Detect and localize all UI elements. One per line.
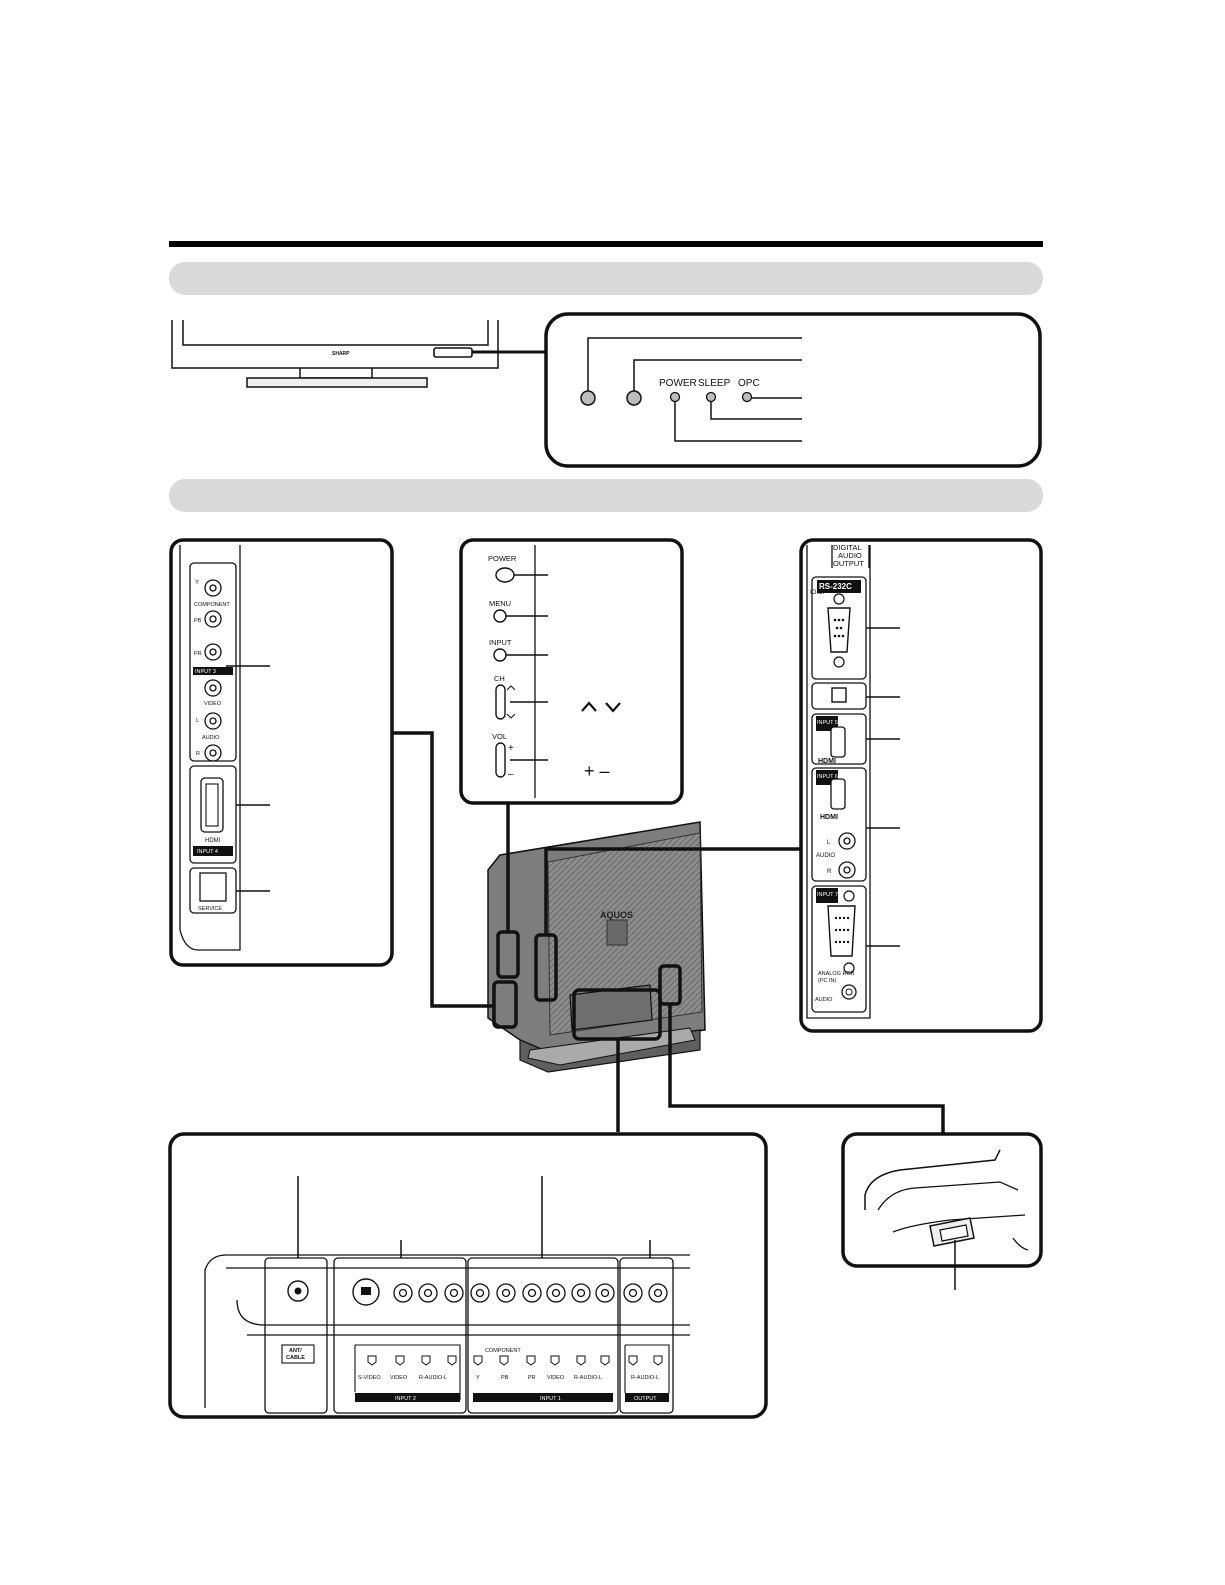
bottom-input2-label: INPUT 2 [395,1396,416,1402]
rear-input7-label: INPUT 7 [817,892,838,898]
sleep-led-icon [705,391,717,403]
bottom-audio-out-label: R-AUDIO-L [631,1375,659,1381]
bottom-input1-label: INPUT 1 [540,1396,561,1402]
rear-r-label: R [827,869,832,875]
side-input-panel [169,538,394,967]
opc-sensor-icon [626,390,642,406]
sleep-indicator-label: SLEEP [698,378,731,389]
power-button-icon [495,567,515,583]
remote-sensor-icon [580,390,596,406]
input-button-icon [493,648,507,662]
bottom-ant-label-2: CABLE [286,1355,305,1361]
main-power-switch-icon [939,1224,969,1242]
rear-analog-rgb-label: ANALOG RGB [818,971,855,977]
side-l-label: L [196,718,199,724]
ctrl-ch-label: CH [494,674,505,683]
opc-indicator-label: OPC [738,378,760,389]
side-component-label: COMPONENT [194,602,230,608]
bottom-y-label: Y [476,1375,480,1381]
side-pb-label: PB [194,618,202,624]
menu-button-icon [493,609,507,623]
side-audio-label: AUDIO [202,735,220,741]
rear-terminal-panel [799,538,1043,1033]
bottom-audio2-label: R-AUDIO-L [419,1375,447,1381]
bottom-output-label: OUTPUT [634,1396,657,1402]
ctrl-vol-label: VOL [492,732,507,741]
side-input4-label: INPUT 4 [197,849,218,855]
bottom-s-video-label: S-VIDEO [358,1375,381,1381]
title-rule [169,241,1043,247]
bottom-video2-label: VIDEO [390,1375,408,1381]
main-power-panel [841,1132,1043,1290]
bottom-audio1-label: R-AUDIO-L [574,1375,602,1381]
rear-input6-label: INPUT 6 [817,774,838,780]
opc-led-icon [741,391,753,403]
side-hdmi-label: HDMI [205,838,221,844]
rear-rs232c-label: RS-232C [819,582,852,591]
tv-front-illustration [171,320,546,388]
rear-pc-in-label: (PC IN) [818,978,837,984]
rear-audio6-label: AUDIO [816,853,835,859]
ch-rocker-icon [495,684,506,720]
ctrl-input-label: INPUT [489,638,512,647]
front-brand-text: SHARP [332,351,350,357]
ctrl-vol-symbols: + – [584,761,610,781]
bottom-ant-label-1: ANT/ [289,1348,302,1354]
ctrl-menu-label: MENU [489,599,511,608]
side-pr-label: PR [194,651,202,657]
rear-digital-audio-label-2: AUDIO [838,551,862,560]
tv-back-logo: AQUOS [600,910,633,920]
rear-digital-audio-label-3: OUTPUT [833,559,864,568]
rear-rs232c-sub: IOIOI [810,590,825,596]
front-indicator-callout [544,312,1042,468]
side-control-panel [459,538,684,805]
side-input3-label: INPUT 3 [195,669,216,675]
bottom-video1-label: VIDEO [547,1375,565,1381]
rear-audio7-label: AUDIO [815,997,833,1003]
side-y-label: Y [195,580,199,586]
rear-input5-label: INPUT 5 [817,720,838,726]
rear-hdmi5-label: HDMI [818,758,836,765]
vol-rocker-icon [495,742,506,778]
ctrl-vol-plus: + [508,743,514,754]
bottom-terminal-panel [168,1132,768,1419]
section-bar-front [169,262,1043,295]
section-bar-rear [169,479,1043,512]
bottom-component-label: COMPONENT [485,1348,521,1354]
bottom-pb-label: PB [501,1375,509,1381]
rear-hdmi6-label: HDMI [820,814,838,821]
ctrl-vol-minus: – [508,769,514,780]
rear-l-label: L [827,840,831,846]
rear-digital-audio-label-1: DIGITAL [833,543,862,552]
ctrl-power-label: POWER [488,554,517,563]
power-led-icon [669,391,681,403]
bottom-pr-label: PR [528,1375,536,1381]
side-service-label: SERVICE [198,906,222,912]
tv-rear-illustration [392,731,945,1134]
side-video-label: VIDEO [204,701,222,707]
power-indicator-label: POWER [659,378,697,389]
side-r-label: R [196,751,200,757]
